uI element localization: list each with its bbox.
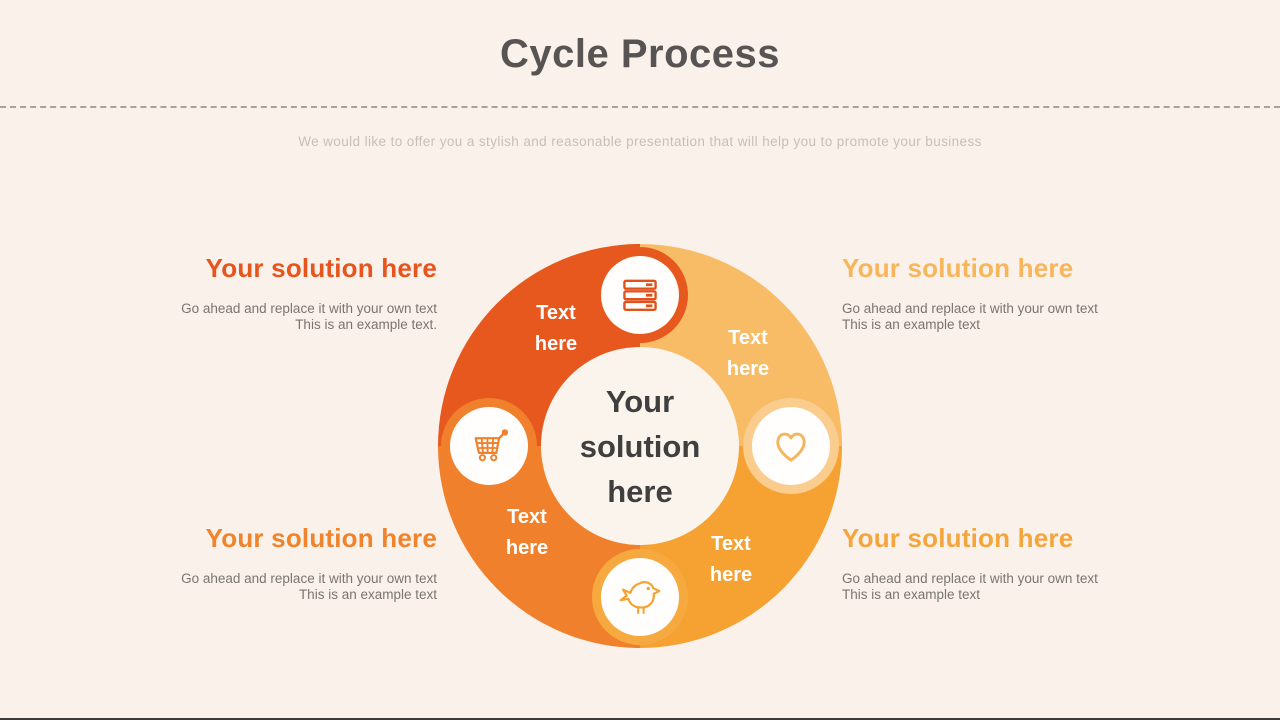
slide-title: Cycle Process xyxy=(499,32,780,76)
callout-body-line: Go ahead and replace it with your own te… xyxy=(181,571,437,586)
icon-bubble-top xyxy=(592,247,688,343)
callout-body-line: This is an example text xyxy=(842,586,981,602)
center-label: Your solution here xyxy=(579,383,701,509)
segment-label-top-left: Text here xyxy=(534,302,578,355)
icon-disc xyxy=(601,558,679,636)
segment-label-top-right: Text here xyxy=(726,327,770,380)
bottom-edge-bar xyxy=(0,718,1280,720)
icon-disc xyxy=(752,407,830,485)
callout-body-line: This is an example text xyxy=(298,586,437,602)
callout-bottom-right: Your solution here Go ahead and replace … xyxy=(842,523,1132,602)
icon-bubble-left xyxy=(441,398,537,494)
callout-body-line: Go ahead and replace it with your own te… xyxy=(181,301,437,316)
heart-icon xyxy=(769,424,813,468)
callout-top-left: Your solution here Go ahead and replace … xyxy=(147,253,437,332)
callout-body-line: Go ahead and replace it with your own te… xyxy=(842,571,1098,586)
cart-icon xyxy=(467,424,511,468)
slide-subtitle: We would like to offer you a stylish and… xyxy=(298,134,982,149)
callout-body-line: Go ahead and replace it with your own te… xyxy=(842,301,1098,316)
segment-label-bottom-left: Text here xyxy=(505,506,549,559)
icon-bubble-right xyxy=(743,398,839,494)
callout-heading: Your solution here xyxy=(205,523,437,553)
cycle-diagram: Text here Text here Text here Text here xyxy=(438,244,842,648)
icon-bubble-bottom xyxy=(592,549,688,645)
callout-heading: Your solution here xyxy=(842,253,1074,283)
center-circle: Your solution here xyxy=(541,347,739,545)
callout-top-right: Your solution here Go ahead and replace … xyxy=(842,253,1132,332)
callout-heading: Your solution here xyxy=(842,523,1074,553)
callout-heading: Your solution here xyxy=(205,253,437,283)
icon-disc xyxy=(450,407,528,485)
callout-body-line: This is an example text. xyxy=(295,316,437,332)
segment-label-bottom-right: Text here xyxy=(709,533,753,586)
bird-icon xyxy=(618,575,662,619)
callout-body-line: This is an example text xyxy=(842,316,981,332)
icon-disc xyxy=(601,256,679,334)
server-icon xyxy=(618,273,662,317)
callout-bottom-left: Your solution here Go ahead and replace … xyxy=(147,523,437,602)
dashed-divider xyxy=(0,106,1280,108)
